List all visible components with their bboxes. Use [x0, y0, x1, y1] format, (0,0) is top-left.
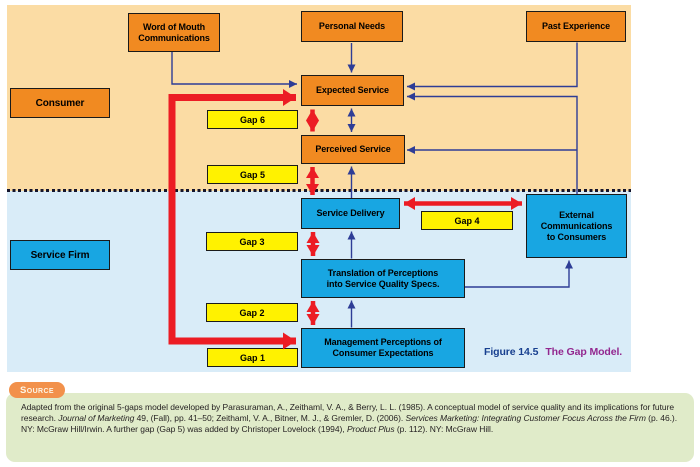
personal-needs-node: Personal Needs — [301, 11, 403, 42]
gap3-label: Gap 3 — [206, 232, 298, 251]
past-experience-node: Past Experience — [526, 11, 626, 42]
external-communications-node: External Communications to Consumers — [526, 194, 627, 258]
source-citation-text: Adapted from the original 5-gaps model d… — [21, 402, 678, 434]
gap2-label: Gap 2 — [206, 303, 298, 322]
gap5-label: Gap 5 — [207, 165, 298, 184]
figure-caption: Figure 14.5 The Gap Model. — [484, 346, 622, 358]
perceived-service-node: Perceived Service — [301, 135, 405, 164]
translation-node: Translation of Perceptions into Service … — [301, 259, 465, 298]
word-of-mouth-node: Word of Mouth Communications — [128, 13, 220, 52]
gap1-label: Gap 1 — [207, 348, 298, 367]
figure-number: Figure 14.5 — [484, 346, 539, 358]
management-perceptions-node: Management Perceptions of Consumer Expec… — [301, 328, 465, 368]
consumer-firm-dashed-divider — [7, 189, 631, 192]
source-panel: Adapted from the original 5-gaps model d… — [6, 393, 694, 462]
expected-service-node: Expected Service — [301, 75, 404, 106]
service-firm-region-label: Service Firm — [10, 240, 110, 270]
consumer-region-label: Consumer — [10, 88, 110, 118]
source-tag-badge: Source — [9, 382, 65, 398]
gap6-label: Gap 6 — [207, 110, 298, 129]
figure-title: The Gap Model. — [545, 346, 623, 358]
service-delivery-node: Service Delivery — [301, 198, 400, 229]
gap4-label: Gap 4 — [421, 211, 513, 230]
